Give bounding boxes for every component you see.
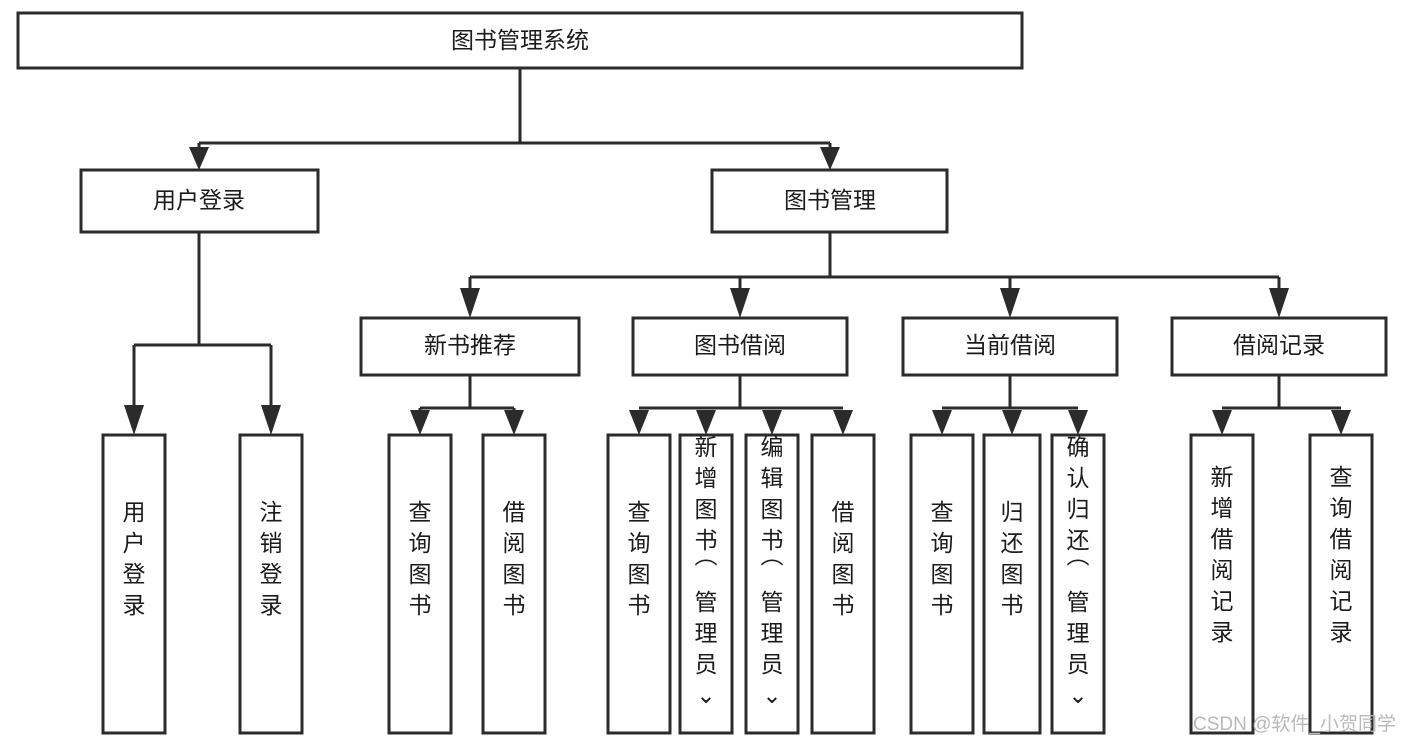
node-leaf-edit-book-admin-label: 编辑图书⌒管理员⌄ [761, 434, 784, 708]
node-leaf-query-book-3[interactable]: 查询图书 [909, 433, 975, 735]
node-borrow-record-box[interactable] [1170, 316, 1388, 377]
node-leaf-query-book-3-box[interactable] [909, 433, 975, 735]
node-leaf-query-borrow-record-box[interactable] [1308, 433, 1374, 735]
node-leaf-query-book-1-label: 查询图书 [409, 499, 432, 618]
node-leaf-add-borrow-record[interactable]: 新增借阅记录 [1189, 433, 1255, 735]
node-root-label: 图书管理系统 [451, 27, 589, 53]
node-current-borrow[interactable]: 当前借阅 [901, 316, 1119, 377]
node-leaf-borrow-book-1-box[interactable] [481, 433, 547, 735]
node-new-book-recommend[interactable]: 新书推荐 [359, 316, 581, 377]
node-leaf-logout-box[interactable] [238, 433, 304, 735]
node-leaf-add-book-admin-box[interactable] [678, 433, 734, 735]
node-book-manage[interactable]: 图书管理 [710, 168, 949, 234]
node-book-borrow[interactable]: 图书借阅 [631, 316, 849, 377]
node-user-login-label: 用户登录 [153, 187, 245, 213]
node-leaf-query-book-1[interactable]: 查询图书 [387, 433, 453, 735]
node-new-book-recommend-box[interactable] [359, 316, 581, 377]
arrowhead-user-login [189, 147, 209, 170]
node-leaf-borrow-book-1[interactable]: 借阅图书 [481, 433, 547, 735]
node-leaf-user-login-box[interactable] [101, 433, 167, 735]
arrowhead-book-manage [820, 147, 840, 170]
node-leaf-logout-label: 注销登录 [260, 499, 283, 618]
node-leaf-query-book-3-label: 查询图书 [931, 499, 954, 618]
node-user-login-box[interactable] [79, 168, 320, 234]
node-leaf-query-borrow-record[interactable]: 查询借阅记录 [1308, 433, 1374, 735]
arrowhead-leaf-edit-book-admin [762, 410, 782, 435]
node-leaf-borrow-book-2[interactable]: 借阅图书 [810, 433, 876, 735]
arrowhead-book-borrow [730, 288, 750, 318]
node-leaf-query-borrow-record-label: 查询借阅记录 [1330, 464, 1353, 645]
node-leaf-borrow-book-2-label: 借阅图书 [832, 499, 855, 618]
node-leaf-return-book[interactable]: 归还图书 [982, 433, 1042, 735]
node-current-borrow-label: 当前借阅 [964, 332, 1056, 358]
node-leaf-logout[interactable]: 注销登录 [238, 433, 304, 735]
node-leaf-add-borrow-record-label: 新增借阅记录 [1211, 464, 1234, 645]
node-leaf-confirm-return-admin-label: 确认归还⌒管理员⌄ [1067, 434, 1090, 708]
node-leaf-add-borrow-record-box[interactable] [1189, 433, 1255, 735]
node-root-box[interactable] [16, 11, 1024, 70]
arrowhead-leaf-query-book-1 [410, 410, 430, 435]
arrowhead-leaf-borrow-book-2 [833, 410, 853, 435]
arrowhead-current-borrow [1000, 288, 1020, 318]
arrowhead-new-book-recommend [460, 288, 480, 318]
node-layer: 图书管理系统 用户登录 图书管理 新书推荐 图书借阅 [16, 11, 1388, 735]
node-book-manage-box[interactable] [710, 168, 949, 234]
node-current-borrow-box[interactable] [901, 316, 1119, 377]
node-leaf-edit-book-admin-box[interactable] [744, 433, 800, 735]
arrowhead-leaf-query-book-3 [932, 410, 952, 435]
node-leaf-add-book-admin-label: 新增图书⌒管理员⌄ [695, 434, 718, 708]
csdn-watermark: CSDN @软件_小贺同学 [1193, 713, 1396, 735]
node-leaf-query-book-1-box[interactable] [387, 433, 453, 735]
node-leaf-user-login[interactable]: 用户登录 [101, 433, 167, 735]
node-leaf-borrow-book-2-box[interactable] [810, 433, 876, 735]
node-new-book-recommend-label: 新书推荐 [424, 332, 516, 358]
arrowhead-leaf-add-book-admin [696, 410, 716, 435]
node-leaf-confirm-return-admin-box[interactable] [1050, 433, 1106, 735]
node-borrow-record-label: 借阅记录 [1233, 332, 1325, 358]
node-leaf-return-book-label: 归还图书 [1001, 499, 1024, 618]
connector-layer [124, 68, 1351, 435]
arrowhead-leaf-user-login [124, 405, 144, 435]
node-leaf-confirm-return-admin[interactable]: 确认归还⌒管理员⌄ [1050, 433, 1106, 735]
node-book-borrow-box[interactable] [631, 316, 849, 377]
arrowhead-leaf-add-borrow-record [1212, 410, 1232, 435]
arrowhead-leaf-query-borrow-record [1331, 410, 1351, 435]
node-root[interactable]: 图书管理系统 [16, 11, 1024, 70]
arrowhead-leaf-confirm-return-admin [1068, 410, 1088, 435]
arrowhead-leaf-logout [261, 405, 281, 435]
node-book-borrow-label: 图书借阅 [694, 332, 786, 358]
node-leaf-return-book-box[interactable] [982, 433, 1042, 735]
arrowhead-borrow-record [1269, 288, 1289, 318]
node-leaf-query-book-2-box[interactable] [606, 433, 672, 735]
node-user-login[interactable]: 用户登录 [79, 168, 320, 234]
node-leaf-user-login-label: 用户登录 [123, 499, 146, 618]
arrowhead-leaf-borrow-book-1 [504, 410, 524, 435]
node-borrow-record[interactable]: 借阅记录 [1170, 316, 1388, 377]
node-leaf-query-book-2-label: 查询图书 [628, 499, 651, 618]
arrowhead-leaf-query-book-2 [629, 410, 649, 435]
node-leaf-query-book-2[interactable]: 查询图书 [606, 433, 672, 735]
node-leaf-edit-book-admin[interactable]: 编辑图书⌒管理员⌄ [744, 433, 800, 735]
node-book-manage-label: 图书管理 [784, 187, 876, 213]
node-leaf-borrow-book-1-label: 借阅图书 [503, 499, 526, 618]
node-leaf-add-book-admin[interactable]: 新增图书⌒管理员⌄ [678, 433, 734, 735]
arrowhead-leaf-return-book [1002, 410, 1022, 435]
